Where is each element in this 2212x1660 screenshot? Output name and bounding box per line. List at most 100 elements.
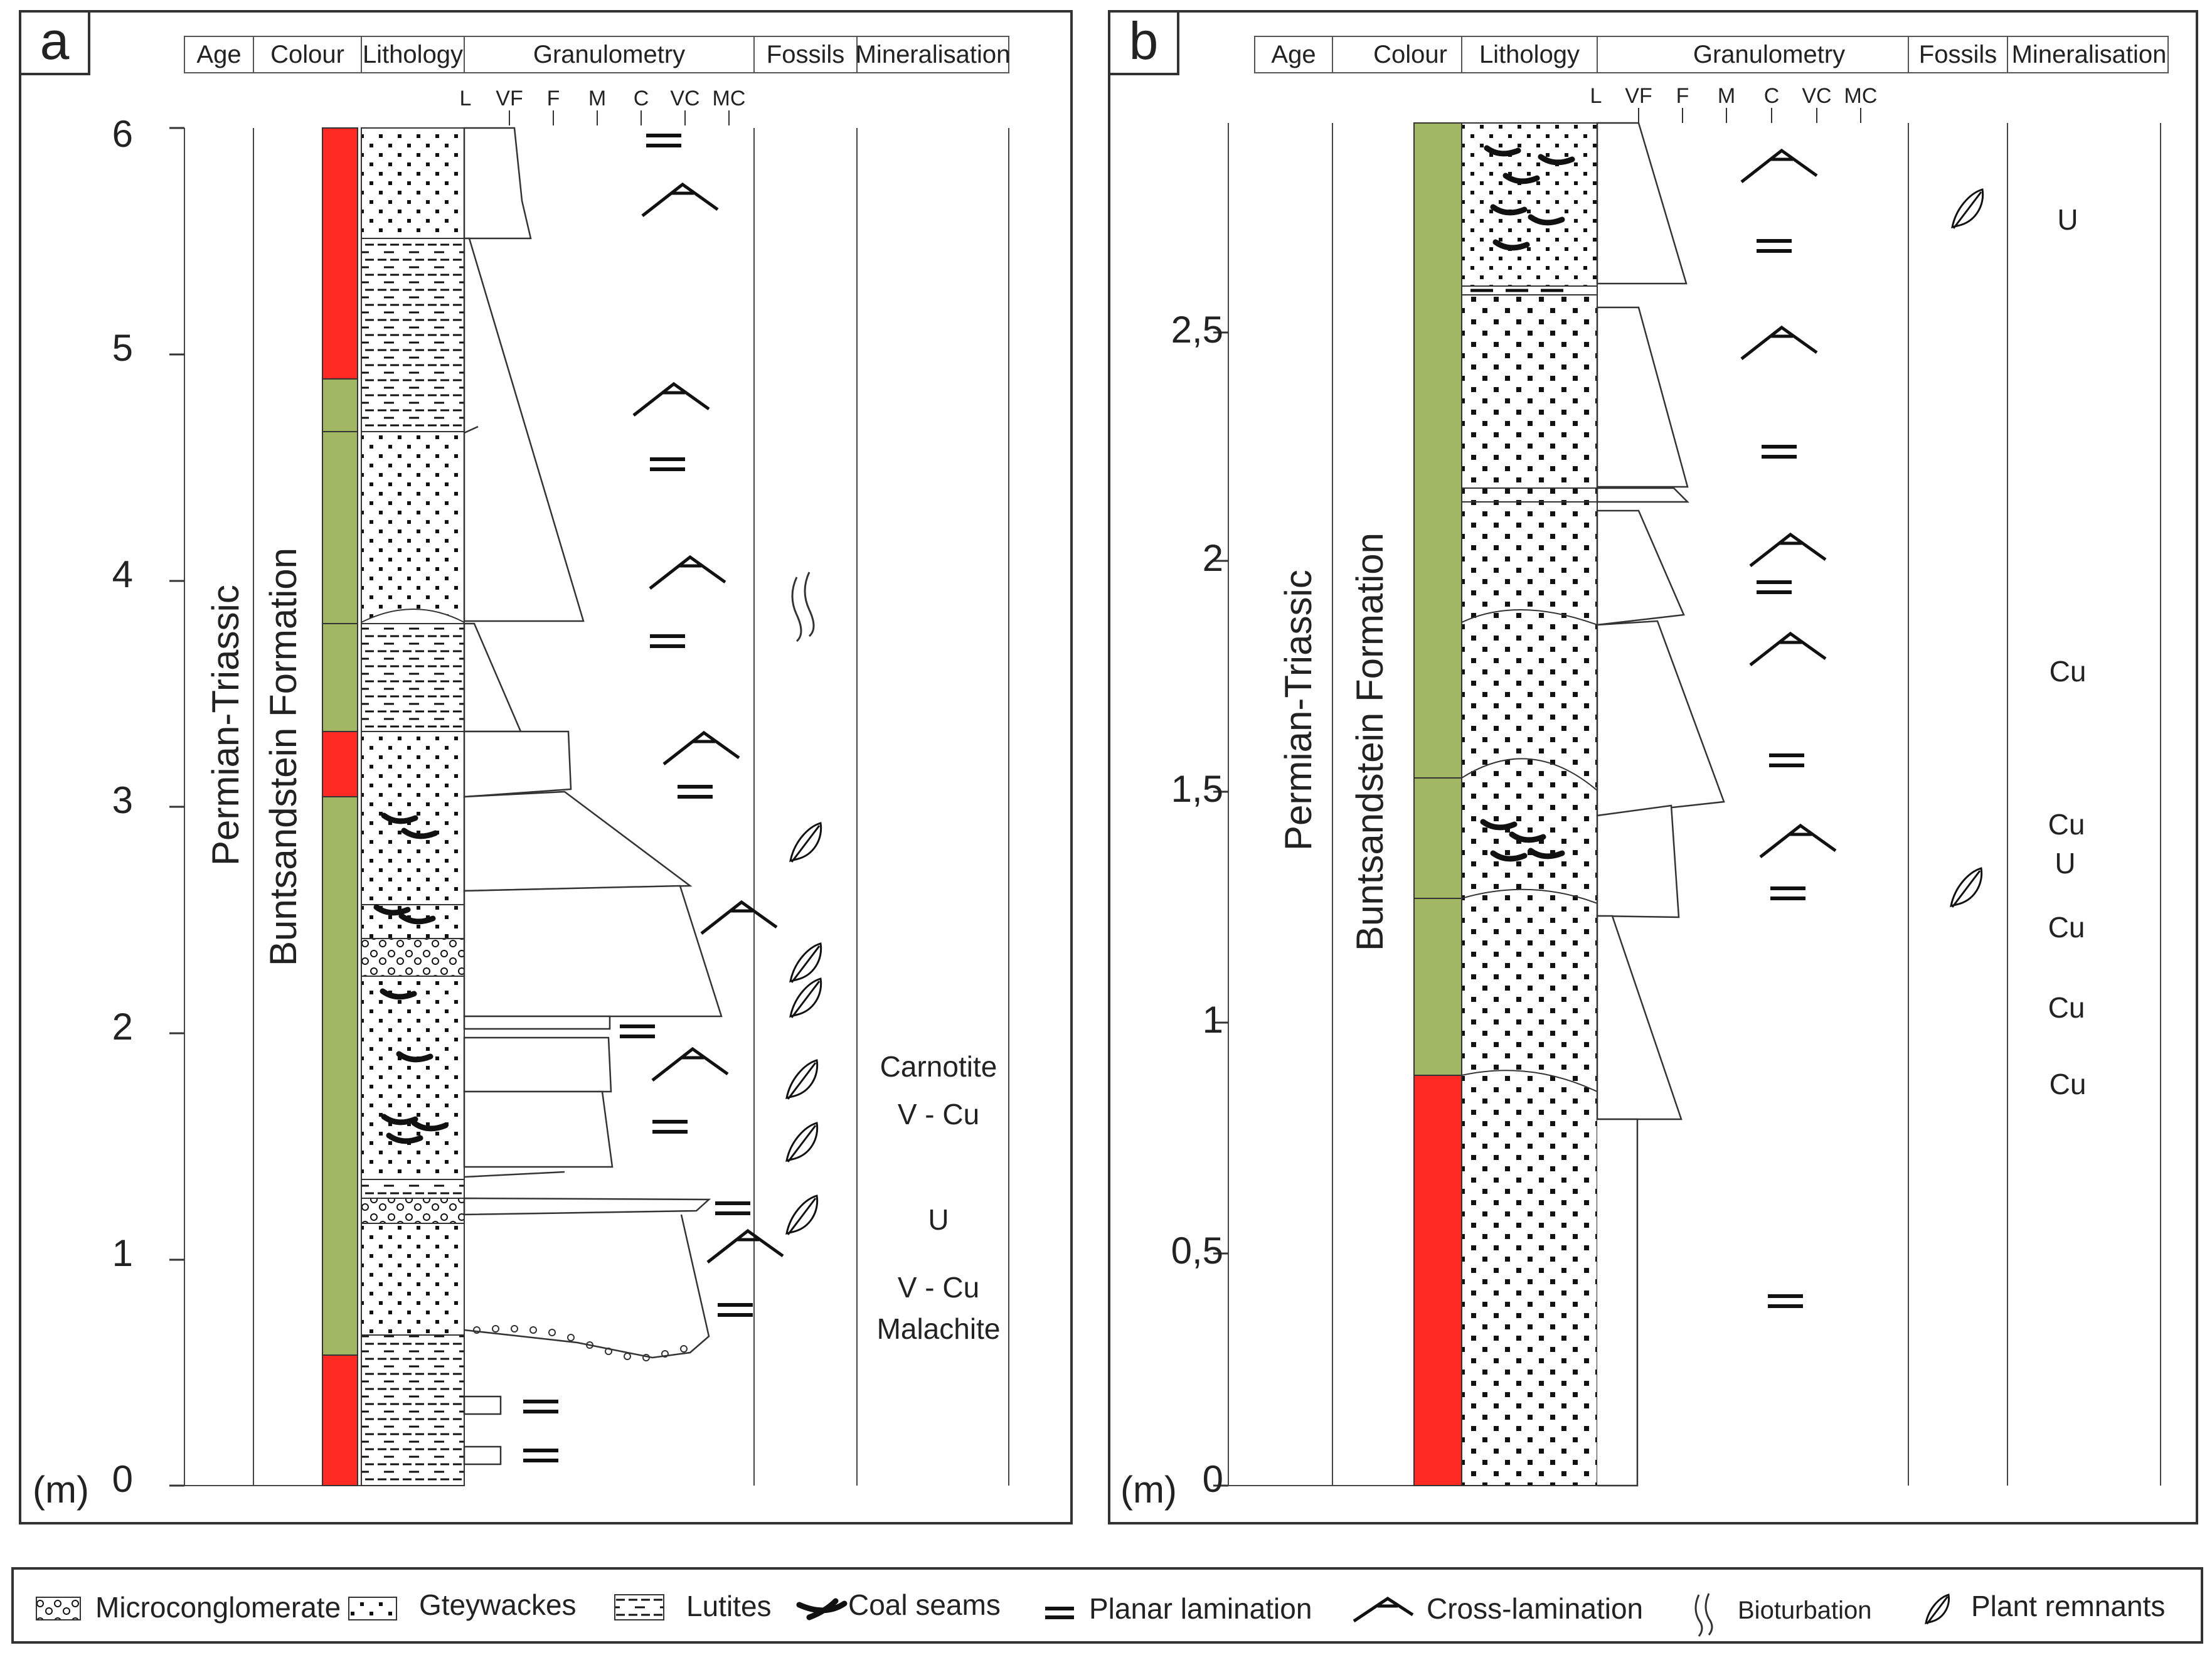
legend-item-microconglomerate: Microconglomerate (36, 1591, 341, 1624)
header-age-b: Age (1271, 41, 1316, 68)
unit-label-a: (m) (33, 1469, 89, 1511)
mineral-b-3: U (2055, 847, 2075, 880)
lutite-swatch (614, 1594, 664, 1620)
legend-label-planar-lamination: Planar lamination (1089, 1592, 1312, 1625)
panel-b-grain-scale: L VF F M C VC MC (1590, 84, 1878, 123)
mineral-b-4: Cu (2048, 911, 2085, 944)
greywacke-swatch (348, 1597, 397, 1620)
tick-a-1: 1 (112, 1232, 133, 1274)
tick-a-6: 6 (112, 113, 133, 155)
grain-VF: VF (496, 87, 523, 110)
grain-M: M (588, 87, 606, 110)
legend-item-planar-lamination: Planar lamination (1045, 1592, 1312, 1625)
panel-b: b Age Colour Lithology Granulometry Foss… (1108, 10, 2198, 1524)
tick-b-05: 0,5 (1171, 1230, 1223, 1272)
panel-a-frame (19, 10, 1073, 1524)
panel-b-letter-box (1108, 10, 1179, 75)
header-age: Age (196, 41, 241, 68)
legend-label-bioturbation: Bioturbation (1738, 1597, 1871, 1624)
panel-a-conglo-bed (473, 1325, 688, 1361)
grain-b-M: M (1718, 84, 1735, 108)
mineral-b-1: Cu (2050, 655, 2087, 688)
header-colour: Colour (270, 41, 344, 68)
grain-b-MC: MC (1844, 84, 1878, 108)
mineral-a-2: U (928, 1203, 949, 1236)
panel-b-frame (1108, 10, 2198, 1524)
tick-b-2: 2 (1203, 537, 1223, 579)
panel-a-lithology-column (361, 127, 465, 1486)
mineral-a-4: Malachite (877, 1312, 1001, 1345)
tick-b-0: 0 (1203, 1458, 1223, 1500)
legend-item-plant-remnants: Plant remnants (1925, 1590, 2165, 1625)
header-fossils: Fossils (767, 41, 844, 68)
age-label-a: Permian-Triassic (205, 585, 247, 866)
plant-remnant-icon (1925, 1593, 1950, 1625)
panel-a-colour-column (322, 127, 358, 1486)
mineral-b-6: Cu (2050, 1068, 2087, 1100)
panel-b-lithology-column (1461, 122, 1598, 1486)
tick-a-5: 5 (112, 327, 133, 369)
panel-b-letter: b (1129, 11, 1159, 70)
mineral-b-5: Cu (2048, 991, 2085, 1024)
formation-label-a: Buntsandstein Formation (262, 548, 304, 966)
tick-a-4: 4 (112, 553, 133, 595)
header-lithology-b: Lithology (1479, 41, 1580, 68)
panel-b-structures (1741, 151, 1984, 1306)
legend-item-bioturbation: Bioturbation (1694, 1593, 1871, 1637)
header-granulometry: Granulometry (533, 41, 685, 68)
coal-seam-icon (796, 1598, 848, 1620)
tick-b-15: 1,5 (1171, 768, 1223, 810)
mineral-a-3: V - Cu (898, 1271, 979, 1304)
grain-b-F: F (1676, 84, 1689, 108)
tick-b-25: 2,5 (1171, 309, 1223, 351)
grain-b-L: L (1590, 84, 1602, 108)
legend-item-lutites: Lutites (614, 1590, 772, 1622)
bioturbation-icon (1694, 1593, 1713, 1637)
header-fossils-b: Fossils (1919, 41, 1997, 68)
panel-b-mineralisation: U Cu Cu U Cu Cu Cu (2048, 203, 2087, 1100)
microconglomerate-swatch (36, 1597, 81, 1620)
header-lithology: Lithology (363, 41, 463, 68)
panel-a-grain-profile (463, 127, 723, 1466)
header-colour-b: Colour (1373, 41, 1447, 68)
tick-a-0: 0 (112, 1458, 133, 1500)
tick-b-1: 1 (1203, 999, 1223, 1041)
legend-label-coal-seams: Coal seams (848, 1588, 1001, 1621)
header-mineralisation: Mineralisation (856, 41, 1011, 68)
legend-item-coal-seams: Coal seams (796, 1588, 1001, 1621)
legend-label-greywackes: Gteywackes (419, 1588, 577, 1621)
unit-label-b: (m) (1120, 1469, 1177, 1511)
panel-a-grain-scale: L VF F M C VC MC (460, 87, 746, 125)
cross-lamination-icon (1353, 1597, 1414, 1623)
legend-item-greywackes: Gteywackes (348, 1588, 577, 1621)
panel-a-header: Age Colour Lithology Granulometry Fossil… (184, 36, 1010, 73)
mineral-b-2: Cu (2048, 808, 2085, 841)
tick-a-3: 3 (112, 779, 133, 821)
age-label-b: Permian-Triassic (1277, 570, 1319, 851)
panel-b-header: Age Colour Lithology Granulometry Fossil… (1254, 36, 2169, 73)
panel-a: a Age Colour Lithology Granulometry Foss… (19, 10, 1073, 1524)
panel-a-y-axis: 0 1 2 3 4 5 6 (m) (33, 113, 184, 1511)
panel-a-letter-box (19, 10, 90, 75)
grain-MC: MC (713, 87, 746, 110)
formation-label-b: Buntsandstein Formation (1349, 533, 1391, 951)
legend: Microconglomerate Gteywackes Lutites Coa… (11, 1567, 2203, 1644)
legend-label-cross-lamination: Cross-lamination (1427, 1592, 1643, 1625)
grain-b-VF: VF (1625, 84, 1652, 108)
header-mineralisation-b: Mineralisation (2012, 41, 2167, 68)
mineral-a-0: Carnotite (880, 1050, 997, 1083)
grain-VC: VC (670, 87, 699, 110)
legend-label-lutites: Lutites (686, 1590, 772, 1622)
panel-a-structures (523, 136, 822, 1460)
mineral-a-1: V - Cu (898, 1098, 979, 1131)
panel-b-grain-profile (1596, 122, 1725, 1487)
tick-a-2: 2 (112, 1006, 133, 1048)
header-granulometry-b: Granulometry (1693, 41, 1845, 68)
panel-b-y-axis: 0 0,5 1 1,5 2 2,5 (m) (1120, 309, 1228, 1511)
panel-b-colour-column (1413, 122, 1462, 1486)
planar-lamination-icon (1045, 1607, 1074, 1619)
legend-label-microconglomerate: Microconglomerate (95, 1591, 341, 1624)
grain-C: C (634, 87, 649, 110)
panel-a-letter: a (40, 11, 70, 70)
